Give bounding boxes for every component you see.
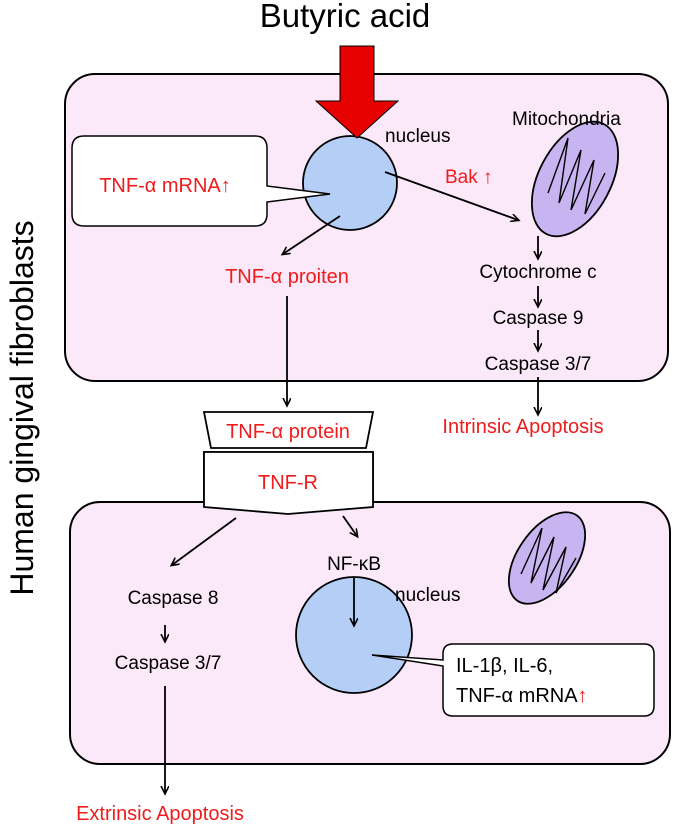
bottom-mitochondria [507, 511, 587, 605]
tnf-protein-label: TNF-α protein [226, 421, 350, 443]
bottom-callout-line2-text: TNF-α mRNA [456, 685, 578, 707]
tnf-proiten-label: TNF-α proiten [225, 266, 349, 288]
caspase-8-label: Caspase 8 [128, 588, 219, 609]
arrow-nucleus-to-mito [384, 171, 518, 220]
top-nucleus [302, 135, 398, 231]
nfkb-label: NF-κB [327, 554, 381, 575]
bottom-nucleus [295, 576, 413, 694]
arrow-nucleus-to-tnf [283, 215, 341, 254]
caspase-37-bottom-label: Caspase 3/7 [115, 653, 222, 674]
top-nucleus-label: nucleus [385, 126, 451, 147]
bottom-callout [371, 643, 655, 717]
caspase-37-top-label: Caspase 3/7 [485, 354, 592, 375]
tnf-r-box-overlay [203, 451, 374, 515]
bottom-callout-line2: TNF-α mRNA↑ [456, 685, 588, 707]
mitochondria-label: Mitochondria [512, 109, 621, 130]
bottom-callout-arrow: ↑ [578, 685, 588, 707]
tnf-protein-box [202, 411, 375, 449]
bottom-nucleus-label: nucleus [395, 585, 461, 606]
bak-label: Bak ↑ [445, 167, 493, 188]
bottom-callout-line1: IL-1β, IL-6, [456, 655, 553, 677]
top-mitochondria [531, 120, 619, 238]
arrow-r-to-casp8 [172, 517, 237, 565]
tnf-r-label-overlay: TNF-R [258, 472, 318, 494]
title: Butyric acid [260, 0, 431, 34]
extrinsic-apoptosis-label: Extrinsic Apoptosis [76, 803, 244, 825]
intrinsic-apoptosis-label: Intrinsic Apoptosis [442, 416, 603, 438]
caspase-9-label: Caspase 9 [493, 308, 584, 329]
arrow-r-to-nfkb [342, 515, 357, 536]
big-red-arrow [314, 45, 400, 139]
cytochrome-c-label: Cytochrome c [479, 262, 596, 283]
top-callout-text: TNF-α mRNA↑ [99, 175, 231, 197]
top-callout [71, 135, 331, 227]
side-label: Human gingival fibroblasts [4, 220, 40, 595]
